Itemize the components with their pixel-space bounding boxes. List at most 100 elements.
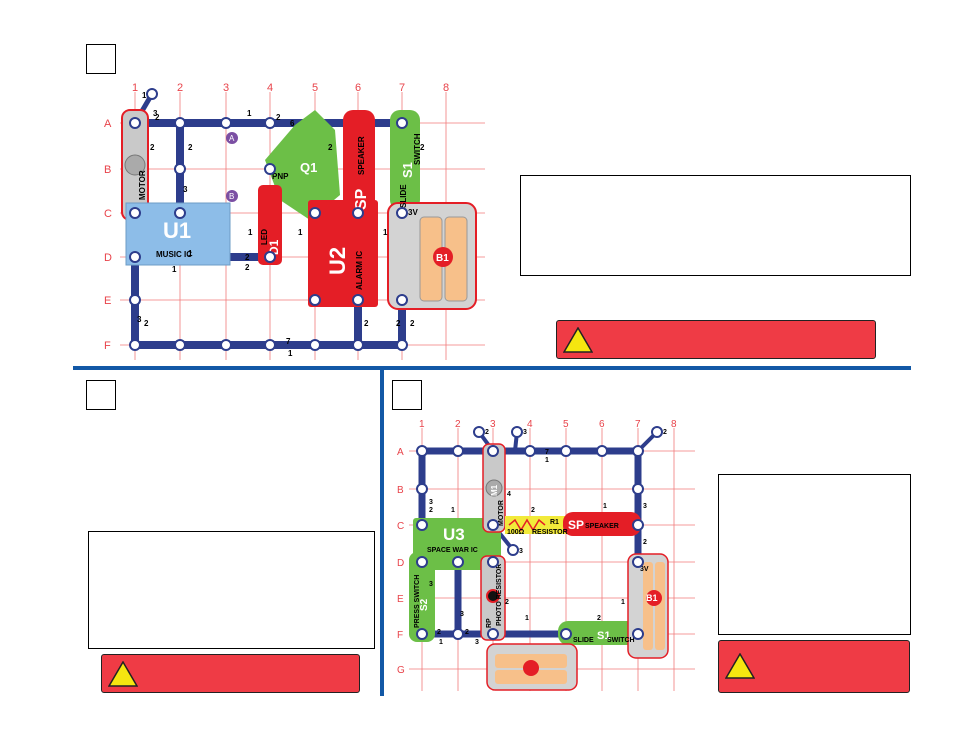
speaker-sp — [343, 110, 375, 218]
svg-text:4: 4 — [507, 491, 511, 498]
sp-name: SPEAKER — [357, 136, 366, 175]
svg-text:4: 4 — [527, 419, 533, 430]
d1-name: LED — [260, 229, 269, 245]
svg-text:A: A — [397, 447, 404, 458]
row-label: F — [104, 340, 111, 352]
circuit-diagram-top: 1 2 3 4 5 6 7 8 A B C D E F U1 Q1 — [104, 82, 485, 360]
svg-text:1: 1 — [172, 265, 177, 274]
col-label: 7 — [399, 82, 405, 94]
svg-text:2: 2 — [465, 629, 469, 636]
svg-text:1: 1 — [288, 349, 293, 358]
svg-text:2: 2 — [364, 319, 369, 328]
row-label: B — [104, 164, 111, 176]
u1-label: U1 — [163, 218, 191, 243]
row-label: E — [104, 295, 111, 307]
row-label: A — [104, 118, 112, 130]
b1-label: B1 — [436, 253, 449, 264]
u2-name: ALARM IC — [355, 251, 364, 290]
svg-text:1: 1 — [247, 109, 252, 118]
sp-name: SPEAKER — [585, 523, 619, 530]
note-box-bottom-left — [88, 531, 375, 649]
transistor-q1 — [265, 110, 340, 220]
svg-text:1: 1 — [188, 249, 193, 258]
point-a: A — [229, 134, 235, 143]
sp-label: SP — [568, 518, 584, 532]
col-label: 3 — [223, 82, 229, 94]
q1-name: PNP — [272, 172, 289, 181]
svg-text:D: D — [397, 558, 404, 569]
svg-text:1: 1 — [419, 419, 425, 430]
warning-banner-bottom-right — [718, 640, 910, 693]
svg-text:3: 3 — [490, 419, 496, 430]
svg-text:1: 1 — [603, 503, 607, 510]
warning-banner-top — [556, 320, 876, 359]
slide-switch-s1 — [558, 621, 646, 645]
press-switch-s2 — [409, 552, 435, 642]
s1-name2: SWITCH — [413, 133, 422, 165]
rp-id: RP — [486, 618, 493, 628]
svg-text:3: 3 — [519, 548, 523, 555]
slide-switch-s1 — [390, 110, 420, 210]
b1-voltage: 3V — [408, 208, 418, 217]
s1-label: S1 — [400, 162, 415, 178]
row-label: C — [104, 208, 112, 220]
svg-text:2: 2 — [420, 143, 425, 152]
note-box-bottom-right — [718, 474, 911, 635]
u3-label: U3 — [443, 525, 465, 544]
u1-name: MUSIC IC — [156, 250, 192, 259]
col-label: 8 — [443, 82, 449, 94]
u3-name: SPACE WAR IC — [427, 547, 478, 554]
sp-label: SP — [353, 188, 370, 210]
svg-text:B: B — [397, 485, 404, 496]
project-number-box-top — [86, 44, 116, 74]
svg-text:5: 5 — [563, 419, 569, 430]
rp-name: PHOTO RESISTOR — [496, 564, 503, 626]
svg-text:2: 2 — [245, 253, 250, 262]
led-d1 — [258, 185, 282, 265]
r1-name: RESISTOR — [532, 529, 568, 536]
svg-text:2: 2 — [150, 143, 155, 152]
alarm-ic-u2 — [308, 200, 378, 307]
svg-text:2: 2 — [455, 419, 461, 430]
svg-text:2: 2 — [531, 507, 535, 514]
svg-text:7: 7 — [635, 419, 641, 430]
s2-name: PRESS SWITCH — [414, 575, 421, 628]
svg-text:2: 2 — [437, 629, 441, 636]
m1-label: M1 — [490, 484, 499, 496]
col-label: 5 — [312, 82, 318, 94]
svg-text:7: 7 — [545, 449, 549, 456]
warning-icon — [725, 653, 755, 679]
m1-name: MOTOR — [498, 500, 505, 526]
svg-text:1: 1 — [621, 599, 625, 606]
s1-label: S1 — [597, 630, 610, 642]
svg-text:2: 2 — [410, 319, 415, 328]
svg-text:1: 1 — [545, 457, 549, 464]
svg-text:3: 3 — [183, 185, 188, 194]
warning-icon — [563, 327, 593, 353]
svg-text:3: 3 — [460, 611, 464, 618]
u2-label: U2 — [325, 247, 350, 275]
col-label: 4 — [267, 82, 273, 94]
svg-text:3: 3 — [429, 581, 433, 588]
s1-name2: SWITCH — [607, 637, 635, 644]
r1-id: R1 — [550, 519, 559, 526]
col-label: 6 — [355, 82, 361, 94]
svg-text:8: 8 — [671, 419, 677, 430]
s1-name: SLIDE — [399, 184, 408, 208]
space-war-ic-u3 — [413, 518, 501, 570]
svg-text:3: 3 — [137, 315, 142, 324]
svg-text:2: 2 — [485, 429, 489, 436]
svg-text:C: C — [397, 521, 404, 532]
svg-text:7: 7 — [286, 337, 291, 346]
svg-text:2: 2 — [396, 319, 401, 328]
b1-voltage: 3V — [640, 566, 649, 573]
q1-label: Q1 — [300, 160, 317, 175]
svg-text:1: 1 — [248, 228, 253, 237]
svg-text:2: 2 — [155, 113, 160, 122]
note-box-top — [520, 175, 911, 276]
point-b: B — [229, 192, 234, 201]
circuit-diagram-bottom-right: 1 2 3 4 5 6 7 8 A B C D E F G U3 SP — [397, 419, 695, 691]
speaker-sp — [563, 512, 641, 536]
b1-label: B1 — [646, 593, 658, 603]
svg-text:2: 2 — [597, 615, 601, 622]
